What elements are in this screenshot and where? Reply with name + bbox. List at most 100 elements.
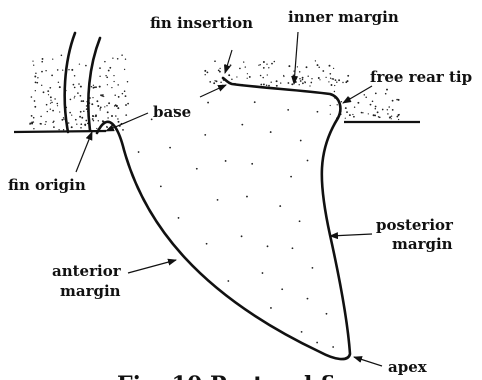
stipple-dot — [360, 111, 363, 114]
stipple-dot — [97, 120, 100, 122]
stipple-dot — [33, 100, 36, 102]
stipple-dot — [244, 66, 246, 68]
stipple-dot — [60, 54, 63, 57]
base-arrow — [105, 112, 149, 132]
stipple-dot — [98, 85, 101, 88]
stipple-dot — [103, 95, 105, 98]
stipple-dot — [251, 162, 254, 165]
stipple-dot — [32, 60, 34, 62]
stipple-dot — [332, 346, 335, 348]
stipple-dot — [301, 76, 304, 79]
stipple-dot — [85, 64, 87, 67]
stipple-dot — [70, 126, 73, 129]
stipple-dot — [37, 77, 39, 79]
stipple-dot — [266, 74, 268, 76]
stipple-dot — [240, 235, 243, 238]
stipple-dot — [353, 115, 355, 118]
stipple-dot — [111, 86, 113, 89]
stipple-dot — [123, 68, 126, 71]
stipple-dot — [32, 116, 35, 119]
stipple-dot — [117, 96, 120, 98]
stipple-dot — [105, 75, 107, 77]
stipple-dot — [224, 160, 227, 162]
stipple-dot — [106, 125, 108, 128]
stipple-dot — [275, 84, 278, 87]
stipple-dot — [122, 129, 124, 131]
stipple-dot — [92, 84, 95, 86]
stipple-dot — [49, 86, 52, 89]
stipple-dot — [45, 103, 48, 106]
stipple-dot — [215, 80, 218, 83]
stipple-dot — [283, 74, 285, 77]
stipple-dot — [332, 67, 335, 70]
stipple-dot — [325, 312, 328, 315]
stipple-dot — [117, 120, 120, 123]
stipple-dot — [169, 146, 171, 149]
stipple-dot — [52, 109, 54, 112]
stipple-dot — [390, 118, 392, 120]
stipple-dot — [101, 95, 104, 97]
stipple-dot — [80, 123, 83, 126]
stipple-dot — [391, 109, 394, 111]
stipple-dot — [259, 74, 262, 77]
stipple-dot — [342, 81, 344, 84]
base-label: base — [153, 103, 191, 121]
stipple-dot — [92, 86, 95, 89]
stipple-dot — [239, 67, 241, 70]
stipple-dot — [328, 64, 331, 67]
stipple-dot — [305, 66, 308, 69]
stipple-dot — [73, 86, 76, 89]
stipple-dot — [53, 120, 55, 122]
stipple-dot — [137, 151, 140, 153]
stipple-dot — [123, 90, 126, 92]
stipple-dot — [246, 195, 248, 198]
stipple-dot — [298, 220, 301, 223]
stipple-dot — [231, 78, 233, 81]
stipple-dot — [51, 101, 53, 104]
stipple-dot — [378, 116, 381, 119]
anterior-margin-arrow — [127, 258, 177, 274]
stipple-dot — [374, 114, 377, 117]
stipple-dot — [397, 118, 400, 121]
stipple-dot — [325, 76, 327, 79]
stipple-dot — [72, 83, 75, 86]
stipple-dot — [116, 58, 119, 60]
stipple-dot — [316, 64, 319, 67]
stipple-dot — [82, 100, 85, 103]
stipple-dot — [83, 110, 85, 113]
stipple-dot — [293, 70, 295, 72]
stipple-dot — [357, 101, 360, 104]
stipple-dot — [150, 118, 153, 121]
stipple-dot — [386, 88, 388, 91]
stipple-dot — [42, 91, 45, 94]
inner-margin-arrow — [291, 31, 299, 85]
stipple-dot — [79, 110, 82, 113]
stipple-dot — [287, 108, 290, 111]
stipple-dot — [291, 83, 294, 86]
stipple-dot — [288, 65, 291, 68]
stipple-dot — [299, 80, 302, 82]
stipple-dot — [311, 78, 313, 80]
posterior-margin-label-line2: margin — [392, 235, 453, 253]
stipple-dot — [281, 288, 284, 291]
stipple-dot — [91, 115, 94, 117]
stipple-dot — [45, 69, 47, 72]
stipple-dot — [59, 111, 61, 113]
stipple-dot — [63, 118, 65, 120]
stipple-dot — [302, 82, 304, 85]
stipple-dot — [117, 107, 120, 110]
stipple-dot — [266, 245, 269, 248]
stipple-dot — [311, 266, 314, 269]
stipple-dot — [345, 81, 348, 84]
stipple-dot — [316, 110, 319, 113]
stipple-dot — [34, 90, 36, 92]
stipple-dot — [329, 72, 332, 75]
stipple-dot — [270, 81, 272, 83]
stipple-dot — [330, 84, 333, 86]
fin-insertion-label: fin insertion — [150, 14, 253, 32]
stipple-dot — [49, 96, 52, 98]
stipple-dot — [387, 113, 389, 115]
stipple-dot — [262, 61, 265, 63]
stipple-dot — [259, 64, 261, 66]
stipple-dot — [344, 117, 346, 119]
